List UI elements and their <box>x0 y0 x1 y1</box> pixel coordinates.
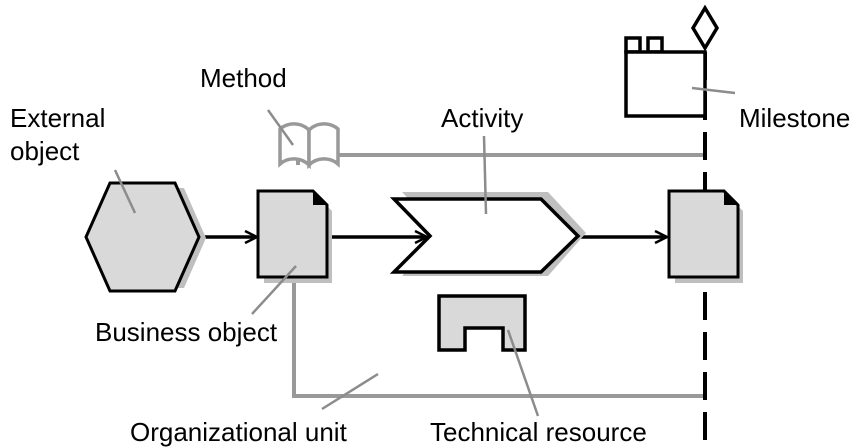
result-object-shape <box>667 189 743 283</box>
activity-shape <box>389 192 586 276</box>
business-object-shape <box>256 189 332 283</box>
activity-label: Activity <box>441 103 523 133</box>
organizational-unit-connector <box>292 277 705 398</box>
method-connector <box>296 153 705 165</box>
castle-flag-icon <box>624 4 720 118</box>
leader-method <box>266 109 295 146</box>
leader-technical-resource <box>506 329 540 417</box>
book-right-page <box>307 122 340 170</box>
technical-resource-shape <box>437 294 527 352</box>
leader-business-object <box>251 265 297 315</box>
milestone-label: Milestone <box>739 103 850 133</box>
leader-external-object <box>113 169 137 214</box>
book-left-page <box>278 122 311 170</box>
external-object-label-line1: External <box>10 103 105 133</box>
castle-body <box>624 50 707 118</box>
leader-organizational-unit <box>321 372 379 411</box>
castle-tower-1 <box>624 36 642 54</box>
hexagon-icon <box>84 181 201 293</box>
business-object-label: Business object <box>95 317 278 347</box>
castle-tower-2 <box>646 36 664 54</box>
method-label: Method <box>200 63 287 93</box>
organizational-unit-label: Organizational unit <box>130 417 348 447</box>
document-icon <box>256 189 329 279</box>
labels: External object Method Activity Mileston… <box>10 63 850 447</box>
leader-milestone <box>691 86 736 95</box>
external-object-label-line2: object <box>10 136 80 166</box>
open-book-icon <box>278 122 340 170</box>
chevron-icon <box>389 197 581 274</box>
document-icon <box>667 189 740 279</box>
bracket-resource-icon <box>437 294 527 352</box>
document-fold <box>724 191 738 205</box>
leader-lines <box>113 86 736 417</box>
document-fold <box>313 191 327 205</box>
leader-activity <box>482 135 488 215</box>
external-object-shape <box>84 181 206 293</box>
milestone-diamond <box>690 4 720 52</box>
technical-resource-label: Technical resource <box>430 417 647 447</box>
